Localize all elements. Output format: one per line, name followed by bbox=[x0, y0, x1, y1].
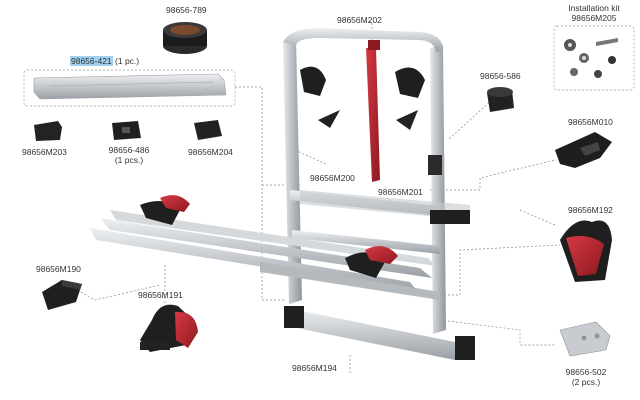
knob-part bbox=[487, 87, 514, 112]
part-label-98656M202: 98656M202 bbox=[337, 15, 382, 25]
installation-kit-label: Installation kit 98656M205 bbox=[554, 3, 634, 23]
part-label-98656M194: 98656M194 bbox=[292, 363, 337, 373]
installation-kit-title: Installation kit bbox=[568, 3, 620, 13]
part-label-98656-502: 98656-502 (2 pcs.) bbox=[560, 367, 612, 387]
part-label-98656M010: 98656M010 bbox=[568, 117, 613, 127]
bracket-part bbox=[559, 321, 611, 357]
part-code-98656-502: 98656-502 bbox=[565, 367, 607, 377]
part-label-98656M192: 98656M192 bbox=[568, 205, 613, 215]
part-label-98656M203: 98656M203 bbox=[22, 147, 67, 157]
holder-part bbox=[555, 132, 612, 168]
rail-end-part bbox=[42, 280, 82, 310]
installation-kit-code: 98656M205 bbox=[571, 13, 617, 23]
part-label-98656M200: 98656M200 bbox=[310, 173, 355, 183]
part-qty-98656-486: (1 pcs.) bbox=[114, 155, 144, 165]
part-qty-98656-421: (1 pc.) bbox=[115, 56, 140, 66]
installation-kit-box bbox=[553, 25, 635, 91]
part-label-98656-421: 98656-421 (1 pc.) bbox=[70, 56, 139, 66]
part-label-98656-789: 98656-789 bbox=[166, 5, 207, 15]
part-label-98656M201: 98656M201 bbox=[378, 187, 423, 197]
end-cap-parts bbox=[34, 120, 222, 141]
part-label-98656-486: 98656-486 (1 pcs.) bbox=[104, 145, 154, 165]
part-code-98656-421: 98656-421 bbox=[70, 56, 113, 66]
wheel-holder-part bbox=[140, 304, 198, 352]
part-label-98656M204: 98656M204 bbox=[188, 147, 233, 157]
part-qty-98656-502: (2 pcs.) bbox=[571, 377, 601, 387]
rail-part-box bbox=[23, 69, 236, 107]
part-code-98656-486: 98656-486 bbox=[108, 145, 150, 155]
part-label-98656M191: 98656M191 bbox=[138, 290, 183, 300]
strap-ring-part bbox=[163, 22, 207, 54]
wheel-cradle-part bbox=[560, 220, 612, 282]
part-label-98656M190: 98656M190 bbox=[36, 264, 81, 274]
bike-carrier-frame bbox=[90, 28, 475, 360]
part-label-98656-586: 98656-586 bbox=[480, 71, 521, 81]
